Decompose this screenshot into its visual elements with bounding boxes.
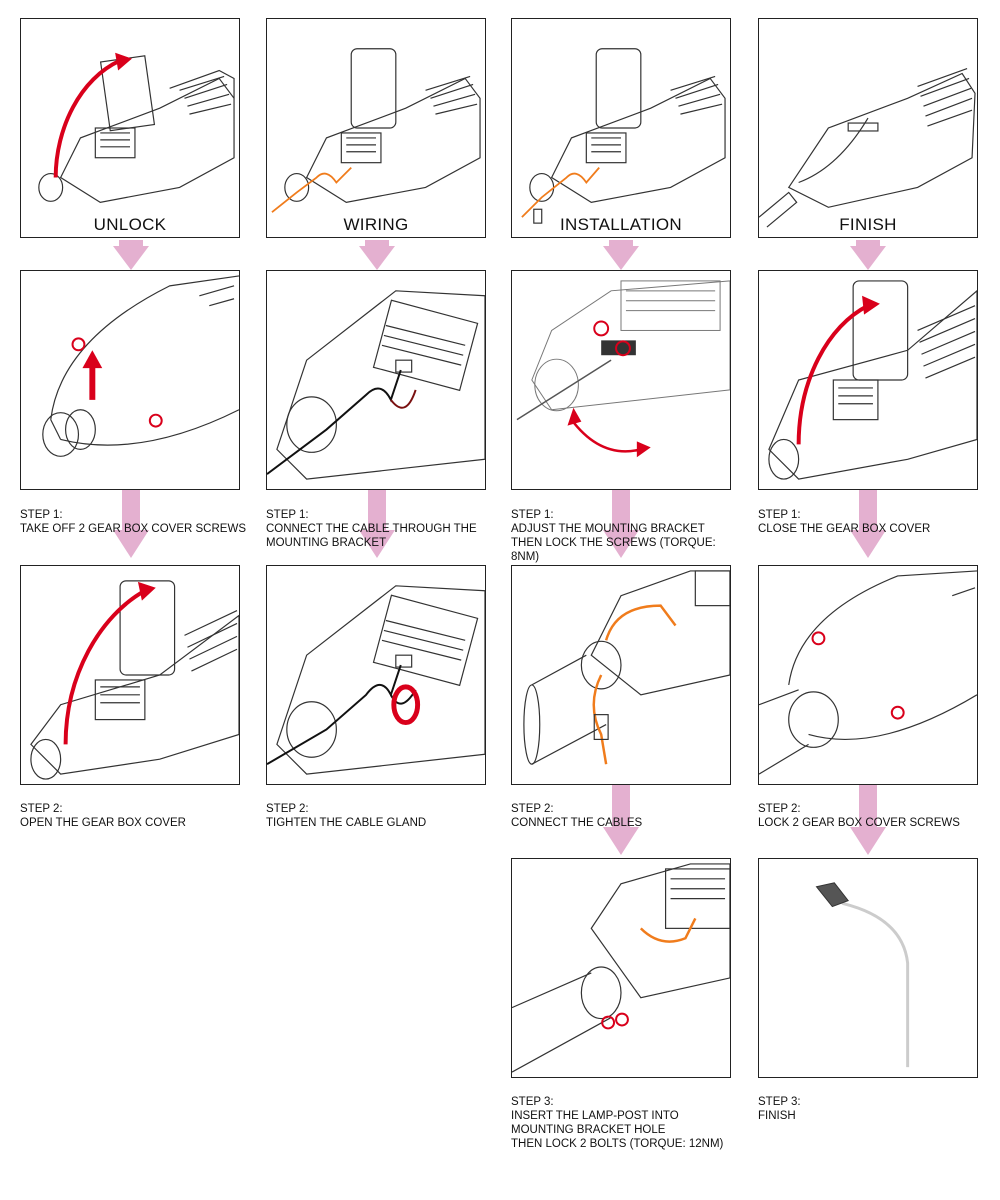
caption-finish-step3: STEP 3: FINISH xyxy=(758,1096,801,1122)
installation-step2-panel xyxy=(511,565,731,785)
unlock-step2-panel xyxy=(20,565,240,785)
caption-wiring-step2: STEP 2: TIGHTEN THE CABLE GLAND xyxy=(266,803,427,829)
flow-arrow-installation-3 xyxy=(603,785,639,855)
caption-unlock-step2: STEP 2: OPEN THE GEAR BOX COVER xyxy=(20,803,186,829)
flow-arrow-finish-1 xyxy=(850,240,886,270)
unlock-header-panel: UNLOCK xyxy=(20,18,240,238)
flow-arrow-installation-1 xyxy=(603,240,639,270)
finish-step1-panel xyxy=(758,270,978,490)
finish-step2-panel xyxy=(758,565,978,785)
caption-installation-step2: STEP 2: CONNECT THE CABLES xyxy=(511,803,643,829)
column-title-wiring: WIRING xyxy=(343,215,409,234)
caption-unlock-step1: STEP 1: TAKE OFF 2 GEAR BOX COVER SCREWS xyxy=(20,509,246,535)
caption-installation-step3: STEP 3: INSERT THE LAMP-POST INTO MOUNTI… xyxy=(511,1096,724,1150)
flow-arrow-finish-3 xyxy=(850,785,886,855)
caption-finish-step2: STEP 2: LOCK 2 GEAR BOX COVER SCREWS xyxy=(758,803,960,829)
flow-arrow-unlock-2 xyxy=(113,490,149,558)
unlock-step1-panel xyxy=(20,270,240,490)
installation-header-panel: INSTALLATION xyxy=(511,18,731,238)
installation-step3-panel xyxy=(511,858,731,1078)
finish-step3-panel xyxy=(758,858,978,1078)
flow-arrow-unlock-1 xyxy=(113,240,149,270)
flow-arrow-wiring-2 xyxy=(359,490,395,558)
column-title-unlock: UNLOCK xyxy=(93,215,167,234)
finish-header-panel: FINISH xyxy=(758,18,978,238)
column-title-installation: INSTALLATION xyxy=(560,215,682,234)
flow-arrow-installation-2 xyxy=(603,490,639,558)
caption-wiring-step1: STEP 1: CONNECT THE CABLE THROUGH THE MO… xyxy=(266,509,477,549)
caption-installation-step1: STEP 1: ADJUST THE MOUNTING BRACKET THEN… xyxy=(511,509,716,563)
column-title-finish: FINISH xyxy=(839,215,897,234)
wiring-header-panel: WIRING xyxy=(266,18,486,238)
installation-step1-panel xyxy=(511,270,731,490)
flow-arrow-finish-2 xyxy=(850,490,886,558)
caption-finish-step1: STEP 1: CLOSE THE GEAR BOX COVER xyxy=(758,509,931,535)
flow-arrow-wiring-1 xyxy=(359,240,395,270)
wiring-step2-panel xyxy=(266,565,486,785)
wiring-step1-panel xyxy=(266,270,486,490)
